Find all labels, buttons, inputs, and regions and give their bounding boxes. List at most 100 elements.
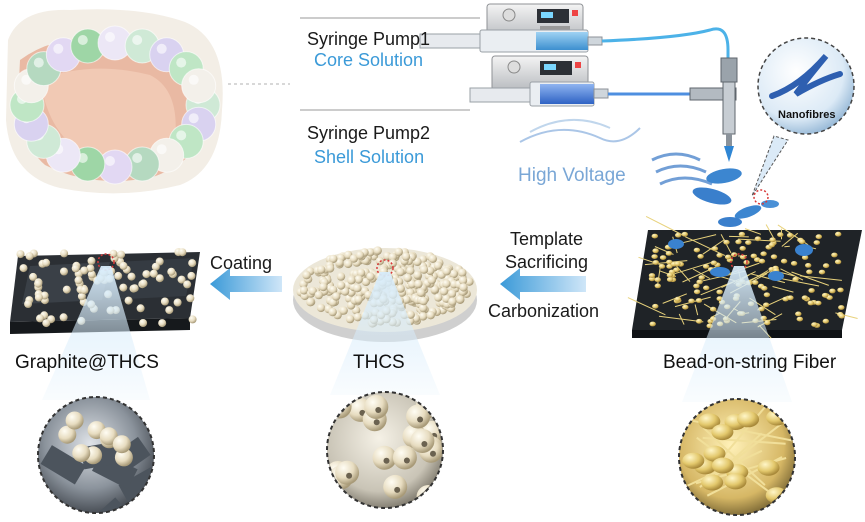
fiber-bead	[710, 260, 718, 266]
fiber-bead	[761, 285, 768, 291]
fiber-bead	[666, 272, 674, 278]
thcs-sphere	[419, 296, 428, 306]
thcs-sphere	[396, 284, 405, 293]
thcs-sphere	[366, 272, 375, 281]
bead-highlight	[77, 35, 88, 45]
thcs-sphere	[458, 268, 467, 277]
fiber-bead	[674, 296, 681, 302]
fiber-bead	[716, 252, 723, 258]
thcs-sphere	[354, 275, 363, 284]
zoom-bead	[737, 411, 760, 428]
fiber-bead	[787, 295, 794, 301]
arrow-coating[interactable]	[210, 268, 282, 300]
thcs-caption: THCS	[353, 352, 405, 373]
bead-highlight	[105, 32, 115, 42]
zoom-sphere	[335, 460, 360, 485]
fiber-bead	[807, 300, 814, 306]
fiber-bead	[697, 254, 704, 259]
fiber-bead	[838, 313, 845, 319]
graphite-sphere	[60, 267, 68, 276]
fiber-bead	[693, 247, 701, 253]
fiber-bead	[826, 295, 833, 300]
thcs-sphere	[428, 254, 437, 263]
thcs-sphere	[308, 286, 317, 296]
graphite-sphere	[87, 270, 96, 279]
fiber-bead	[754, 257, 761, 263]
thcs-sphere	[302, 271, 311, 280]
zoom-sphere	[372, 445, 397, 470]
high-voltage-label: High Voltage	[518, 165, 626, 186]
graphite-sphere	[119, 283, 128, 292]
thcs-sphere	[335, 258, 344, 267]
thcs-sphere	[344, 259, 353, 269]
zoom-fiber	[678, 398, 796, 516]
thcs-sphere	[459, 283, 468, 292]
fiber-bead	[652, 260, 659, 265]
fiber-bead	[696, 279, 703, 285]
graphite-sphere	[87, 256, 96, 265]
fiber-bead	[811, 322, 818, 327]
thcs-sphere	[353, 313, 362, 322]
thcs-sphere	[347, 276, 356, 285]
syringe-pump-2	[469, 55, 609, 107]
graphite-sphere	[71, 264, 80, 273]
bracelet-photo	[6, 9, 223, 194]
pump1-label: Syringe Pump1	[307, 29, 431, 49]
thcs-sphere	[336, 272, 346, 281]
sacrificing-label: Sacrificing	[505, 252, 589, 272]
graphite-sphere	[80, 266, 89, 275]
fiber-bead	[735, 239, 742, 245]
graphite-sphere	[151, 262, 160, 271]
graphite-sphere	[42, 258, 51, 267]
fiber-bead	[658, 264, 666, 269]
thcs-sphere	[353, 284, 362, 293]
fiber-strand	[744, 228, 762, 235]
fiber-bead	[695, 318, 703, 324]
fiber-bead	[808, 288, 815, 293]
graphite-sphere	[86, 264, 95, 273]
thcs-sphere	[442, 267, 451, 276]
fiber-bead	[795, 311, 802, 317]
fiber-bead	[763, 302, 770, 308]
zoom-bead	[766, 409, 789, 426]
thcs-sphere	[355, 251, 365, 260]
zoom-bead	[724, 473, 747, 490]
arrow-carbonization[interactable]	[500, 268, 586, 300]
sphere-hole	[346, 472, 353, 479]
graphite-sphere	[127, 272, 136, 281]
fiber-bead	[763, 292, 771, 298]
sphere-hole	[383, 457, 390, 464]
fiber-bead	[822, 318, 829, 324]
fiber-bead	[780, 258, 788, 264]
carbonization-label: Carbonization	[488, 301, 600, 321]
thcs-sphere	[299, 286, 309, 295]
fiber-bead	[651, 254, 658, 259]
zoom-sphere	[99, 427, 118, 446]
fiber-bead	[818, 269, 826, 275]
graphite-sphere	[188, 315, 197, 324]
graphite-sphere	[24, 300, 33, 308]
fiber-bead	[652, 248, 659, 254]
zoom-bead	[703, 445, 726, 462]
fiber-strand	[772, 286, 794, 293]
thcs-sphere	[373, 246, 382, 255]
thcs-sphere	[316, 303, 326, 313]
zoom-bead	[701, 474, 724, 491]
zoom-sphere	[392, 445, 417, 470]
thcs-sphere	[402, 295, 411, 304]
fiber-bead	[711, 246, 719, 252]
graphite-sphere	[117, 250, 126, 259]
pump-leader-lines	[300, 17, 480, 111]
graphite-sphere	[139, 279, 148, 288]
zoom-sphere	[112, 435, 131, 454]
zoom-sphere	[65, 411, 84, 430]
thcs-sphere	[433, 261, 443, 270]
thcs-sphere	[413, 257, 422, 267]
graphite-sphere	[136, 304, 145, 313]
nanofibres-bubble	[751, 37, 855, 197]
fiber-bead	[798, 239, 806, 245]
fiber-bead	[649, 321, 656, 327]
thcs-sphere	[340, 287, 350, 296]
thcs-sphere	[336, 281, 346, 290]
graphite-sphere	[74, 276, 83, 285]
